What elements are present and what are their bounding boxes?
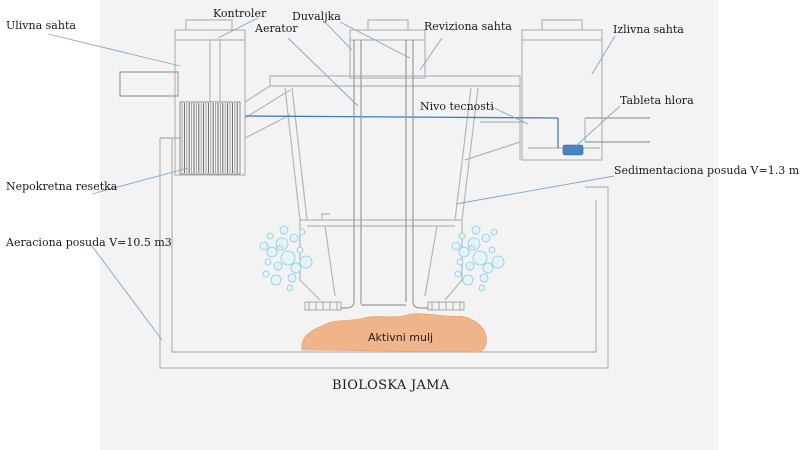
air-bubble <box>299 255 313 269</box>
label-aerator: Aerator <box>254 22 298 35</box>
air-bubble <box>490 228 498 236</box>
label-activated-sludge: Aktivni mulj <box>368 331 433 344</box>
inlet-shaft <box>119 19 246 176</box>
air-bubble <box>290 262 302 274</box>
air-bubble <box>472 250 488 266</box>
air-bubble <box>259 241 269 251</box>
leader-inlet-shaft <box>47 33 181 67</box>
air-bubble <box>270 274 282 286</box>
label-chlorine-tablet: Tableta hlora <box>620 94 694 107</box>
label-aeration-vessel: Aeraciona posuda V=10.5 m3 <box>5 236 172 249</box>
leader-fixed-grate <box>91 167 189 195</box>
label-outlet-shaft: Izlivna sahta <box>613 23 684 36</box>
air-bubble <box>280 250 296 266</box>
chlorine-tablet <box>562 144 584 156</box>
air-bubble <box>273 261 283 271</box>
air-bubble <box>488 246 496 254</box>
label-sedimentation-vessel: Sedimentaciona posuda V=1.3 m3 <box>614 164 800 177</box>
leader-aeration <box>91 245 163 341</box>
air-bubble <box>478 284 486 292</box>
air-bubble <box>482 262 494 274</box>
leader-aerator <box>287 37 359 107</box>
air-bubble <box>458 232 466 240</box>
air-bubble <box>296 246 304 254</box>
air-bubble <box>298 228 306 236</box>
label-controller: Kontroler <box>213 7 267 20</box>
leader-sedimentation <box>455 175 615 205</box>
air-bubble <box>287 273 297 283</box>
leader-blower-2 <box>339 21 411 59</box>
air-bubbles-left <box>259 225 313 292</box>
air-bubble <box>266 246 278 258</box>
diagram-background <box>100 0 718 450</box>
liquid-level-line <box>244 115 559 119</box>
label-inlet-shaft: Ulivna sahta <box>6 19 76 32</box>
label-blower: Duvaljka <box>292 10 341 23</box>
air-bubble <box>469 245 475 251</box>
activated-sludge <box>301 313 487 353</box>
diffuser-right <box>427 301 465 311</box>
aeration-tank <box>159 137 609 369</box>
air-bubble <box>289 233 299 243</box>
leader-lines <box>47 17 621 341</box>
air-bubble <box>286 284 294 292</box>
air-bubble <box>264 258 272 266</box>
aerator-pipes <box>330 40 438 309</box>
label-liquid-level: Nivo tecnosti <box>420 100 494 113</box>
top-slab <box>244 75 521 139</box>
leader-outlet-shaft <box>591 35 616 75</box>
air-bubble <box>279 225 289 235</box>
diagram-caption: BIOLOSKA JAMA <box>332 378 450 393</box>
air-bubble <box>458 246 470 258</box>
label-revision-shaft: Reviziona sahta <box>424 20 512 33</box>
air-bubble <box>471 225 481 235</box>
leader-revision-shaft <box>419 37 443 71</box>
air-bubble <box>491 255 505 269</box>
air-bubble <box>266 232 274 240</box>
air-bubbles-right <box>451 225 505 292</box>
air-bubble <box>454 270 462 278</box>
leader-blower-1 <box>324 21 353 51</box>
air-bubble <box>456 258 464 266</box>
air-bubble <box>479 273 489 283</box>
air-bubble <box>262 270 270 278</box>
label-fixed-grate: Nepokretna resetka <box>6 180 118 193</box>
leader-liquid-level <box>489 105 529 125</box>
air-bubble <box>277 245 283 251</box>
fixed-grate <box>179 101 241 175</box>
air-bubble <box>481 233 491 243</box>
air-bubble <box>465 261 475 271</box>
air-bubble <box>462 274 474 286</box>
leader-chlorine-tablet <box>575 105 621 147</box>
air-bubble <box>451 241 461 251</box>
leader-controller <box>217 17 259 39</box>
diffuser-left <box>304 301 342 311</box>
